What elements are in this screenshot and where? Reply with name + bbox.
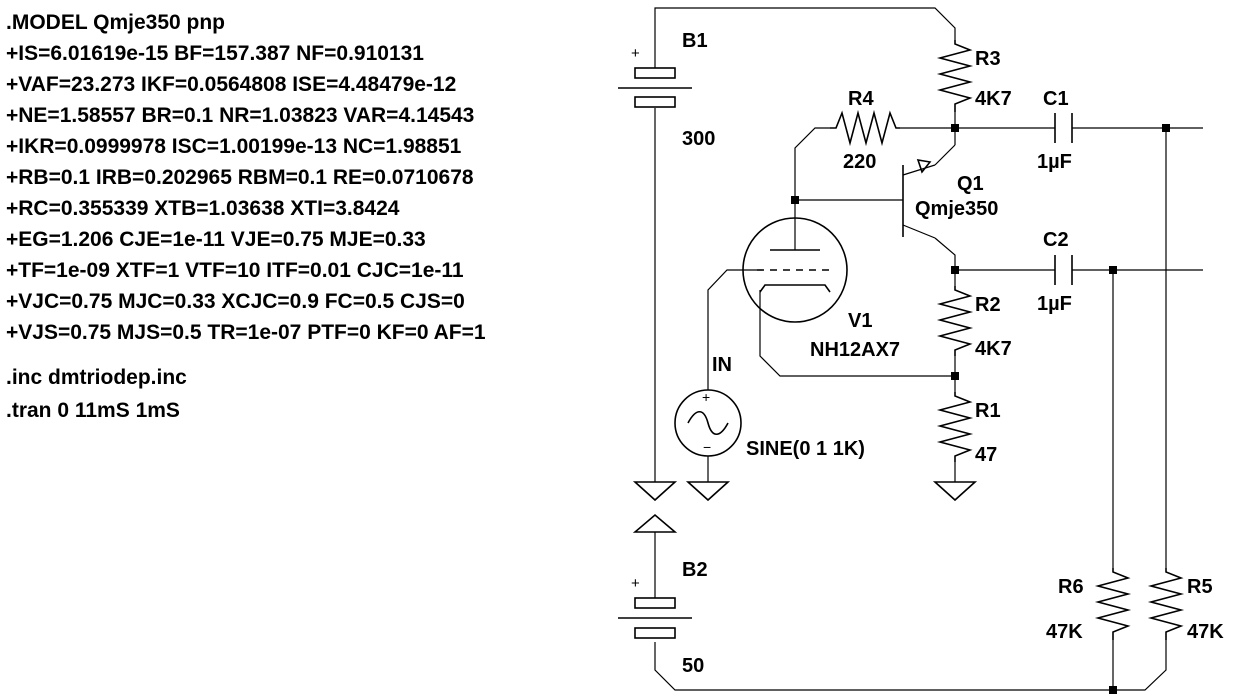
source-plus-sign: +	[702, 389, 710, 405]
spice-model-text: .MODEL Qmje350 pnp +IS=6.01619e-15 BF=15…	[6, 11, 486, 344]
c1-name-label: C1	[1043, 88, 1069, 110]
b1-value-label: 300	[682, 128, 715, 150]
r1-value-label: 47	[975, 444, 997, 466]
junction-dot	[1109, 686, 1117, 694]
r4-name-label: R4	[848, 88, 874, 110]
junction-dot	[951, 372, 959, 380]
model-line-2: +IS=6.01619e-15 BF=157.387 NF=0.910131	[6, 42, 424, 65]
source-circle	[674, 389, 742, 457]
model-line-7: +RC=0.355339 XTB=1.03638 XTI=3.8424	[6, 197, 400, 220]
in-name-label: IN	[712, 354, 732, 376]
battery-b2[interactable]: + B2 50	[618, 559, 708, 677]
b1-name-label: B1	[682, 30, 708, 52]
b2-value-label: 50	[682, 655, 704, 677]
r6-name-label: R6	[1058, 576, 1084, 598]
q1-name-label: Q1	[957, 173, 984, 195]
capacitor-c1[interactable]: C1 1µF	[1037, 88, 1073, 173]
source-minus-sign: −	[703, 439, 711, 455]
transistor-q1[interactable]: Q1 Qmje350	[902, 158, 998, 239]
resistor-zigzag	[1147, 568, 1185, 640]
ground-symbol	[685, 481, 731, 502]
wire-cathode	[759, 290, 955, 377]
sine-wave-icon	[687, 410, 729, 436]
include-directive: .inc dmtriodep.inc	[6, 366, 187, 389]
tube-envelope	[742, 217, 848, 323]
r1-name-label: R1	[975, 400, 1001, 422]
battery-plate-pos	[634, 627, 676, 639]
r5-name-label: R5	[1187, 576, 1213, 598]
battery-plus-sign: +	[631, 575, 640, 592]
battery-plate-pos	[634, 67, 676, 79]
wire-bottom-rail	[654, 642, 1113, 691]
resistor-r3[interactable]: R3 4K7	[936, 40, 1012, 112]
c2-name-label: C2	[1043, 229, 1069, 251]
resistor-r2[interactable]: R2 4K7	[936, 286, 1012, 360]
resistor-zigzag	[936, 40, 974, 112]
wire-collector	[934, 237, 956, 270]
model-line-4: +NE=1.58557 BR=0.1 NR=1.03823 VAR=4.1454…	[6, 104, 474, 127]
model-line-9: +TF=1e-09 XTF=1 VTF=10 ITF=0.01 CJC=1e-1…	[6, 259, 464, 282]
resistor-zigzag	[936, 392, 974, 462]
capacitor-c2[interactable]: C2 1µF	[1037, 229, 1073, 315]
wires	[654, 7, 1203, 691]
r3-name-label: R3	[975, 48, 1001, 70]
battery-plate-pos	[634, 96, 676, 108]
ground-symbol	[932, 481, 978, 502]
c1-value-label: 1µF	[1037, 151, 1072, 173]
model-line-5: +IKR=0.0999978 ISC=1.00199e-13 NC=1.9885…	[6, 135, 462, 158]
junction-dot	[951, 124, 959, 132]
model-line-3: +VAF=23.273 IKF=0.0564808 ISE=4.48479e-1…	[6, 73, 456, 96]
wire-emitter-lead	[934, 144, 956, 166]
c2-value-label: 1µF	[1037, 293, 1072, 315]
resistor-zigzag	[936, 286, 974, 356]
triode-v1[interactable]: V1 NH12AX7	[742, 217, 900, 361]
wire-grid	[707, 269, 757, 390]
r6-value-label: 47K	[1046, 621, 1083, 643]
resistor-r6[interactable]: R6 47K	[1046, 568, 1132, 643]
r5-value-label: 47K	[1187, 621, 1224, 643]
resistor-r4[interactable]: R4 220	[830, 88, 900, 173]
v1-name-label: V1	[848, 310, 872, 332]
resistor-r1[interactable]: R1 47	[936, 392, 1001, 466]
model-line-1: .MODEL Qmje350 pnp	[6, 11, 225, 34]
r3-value-label: 4K7	[975, 88, 1012, 110]
model-line-10: +VJC=0.75 MJC=0.33 XCJC=0.9 FC=0.5 CJS=0	[6, 290, 465, 313]
junction-dots	[791, 124, 1170, 694]
voltage-source-in[interactable]: + − IN SINE(0 1 1K)	[674, 354, 865, 460]
junction-dot	[1162, 124, 1170, 132]
wire-r5-bottom	[1113, 640, 1167, 691]
battery-b1[interactable]: + B1 300	[618, 30, 715, 150]
v1-model-label: NH12AX7	[810, 339, 900, 361]
r4-value-label: 220	[843, 151, 876, 173]
resistor-zigzag	[830, 109, 900, 147]
in-value-label: SINE(0 1 1K)	[746, 438, 865, 460]
transistor-collector	[902, 224, 936, 239]
tube-cathode	[759, 284, 831, 293]
transistor-emitter	[902, 164, 936, 176]
model-line-8: +EG=1.206 CJE=1e-11 VJE=0.75 MJE=0.33	[6, 228, 426, 251]
wire-r4-left	[794, 127, 830, 200]
ground-symbol	[632, 481, 678, 502]
battery-plus-sign: +	[631, 45, 640, 62]
q1-model-label: Qmje350	[915, 198, 998, 220]
ground-symbol	[632, 513, 678, 533]
junction-dot	[791, 196, 799, 204]
model-line-11: +VJS=0.75 MJS=0.5 TR=1e-07 PTF=0 KF=0 AF…	[6, 321, 486, 344]
junction-dot	[951, 266, 959, 274]
wire-top-rail	[654, 7, 956, 48]
tran-directive: .tran 0 11mS 1mS	[6, 399, 180, 422]
junction-dot	[1109, 266, 1117, 274]
transistor-emitter-arrow	[916, 158, 932, 174]
r2-name-label: R2	[975, 294, 1001, 316]
r2-value-label: 4K7	[975, 338, 1012, 360]
model-line-6: +RB=0.1 IRB=0.202965 RBM=0.1 RE=0.071067…	[6, 166, 474, 189]
resistor-zigzag	[1094, 568, 1132, 640]
battery-plate-pos	[634, 597, 676, 609]
resistor-r5[interactable]: R5 47K	[1147, 568, 1224, 643]
b2-name-label: B2	[682, 559, 708, 581]
